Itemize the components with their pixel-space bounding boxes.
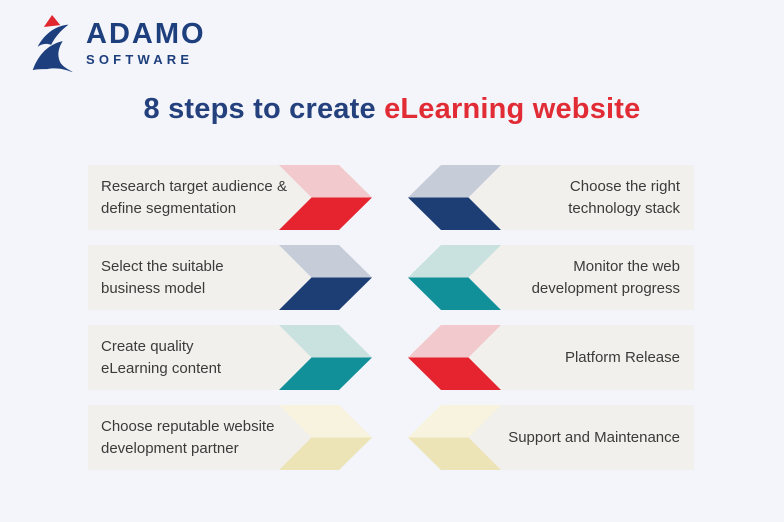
step-card-business-model: Select the suitable business model [88, 245, 372, 310]
chevron-left-icon [408, 325, 501, 390]
adamo-peak-icon [32, 14, 73, 72]
chevron-right-icon [279, 325, 372, 390]
step-card-research-audience: Research target audience & define segmen… [88, 165, 372, 230]
logo-text: ADAMO SOFTWARE [86, 18, 206, 67]
page-title: 8 steps to create eLearning website [0, 93, 784, 126]
chevron-left-icon [408, 165, 501, 230]
step-card-support-maintenance: Support and Maintenance [408, 405, 694, 470]
logo-subtitle: SOFTWARE [86, 52, 194, 67]
step-label: Choose the right technology stack [568, 177, 680, 217]
step-label: Choose reputable website development par… [101, 417, 275, 457]
step-card-technology-stack: Choose the right technology stack [408, 165, 694, 230]
step-card-monitor-progress: Monitor the web development progress [408, 245, 694, 310]
title-prefix: 8 steps to create [143, 93, 385, 125]
chevron-right-icon [279, 165, 372, 230]
step-label: Support and Maintenance [508, 428, 680, 446]
step-card-quality-content: Create quality eLearning content [88, 325, 372, 390]
chevron-left-icon [408, 405, 501, 470]
step-card-development-partner: Choose reputable website development par… [88, 405, 372, 470]
adamo-logo: ADAMO SOFTWARE [30, 14, 206, 72]
step-label: Create quality eLearning content [101, 337, 222, 377]
logo-name: ADAMO [86, 18, 206, 50]
title-highlight: eLearning website [384, 93, 641, 125]
step-label: Select the suitable business model [101, 257, 224, 297]
chevron-right-icon [279, 405, 372, 470]
step-card-platform-release: Platform Release [408, 325, 694, 390]
step-label: Research target audience & define segmen… [101, 177, 287, 217]
steps-grid: Research target audience & define segmen… [88, 165, 694, 470]
chevron-right-icon [279, 245, 372, 310]
step-label: Monitor the web development progress [531, 257, 680, 297]
chevron-left-icon [408, 245, 501, 310]
step-label: Platform Release [564, 348, 680, 366]
